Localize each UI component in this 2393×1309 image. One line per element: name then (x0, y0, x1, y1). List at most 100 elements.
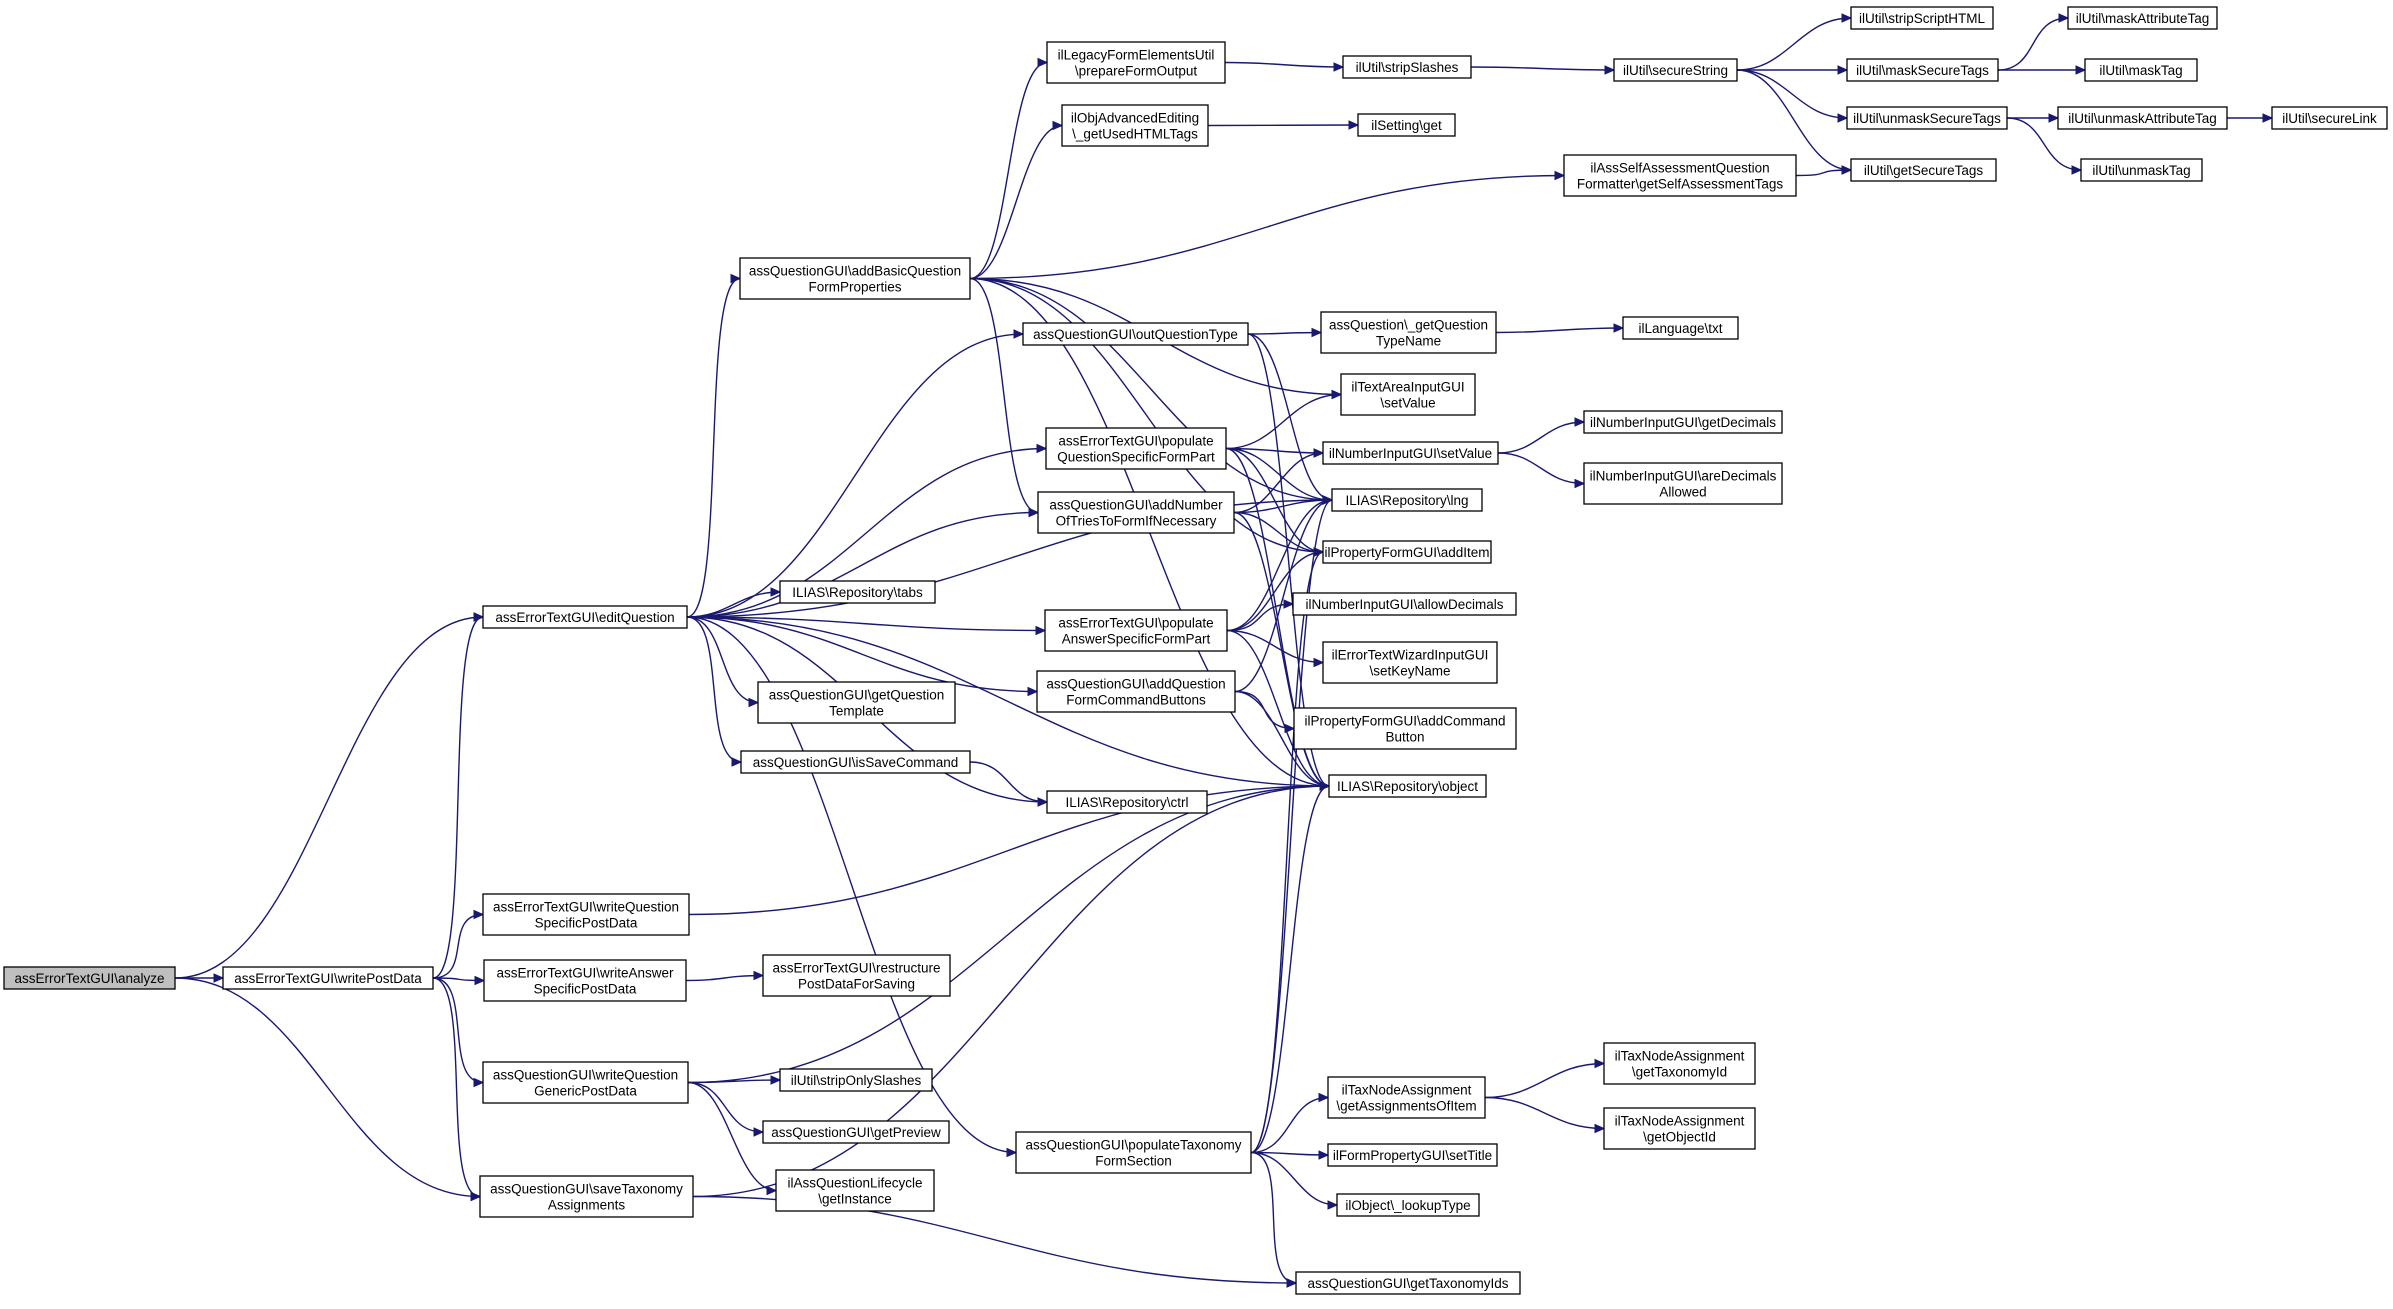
node-outQuestionType[interactable]: assQuestionGUI\outQuestionType (1022, 322, 1249, 346)
arrow-head-icon (2048, 113, 2060, 123)
node-secureLink[interactable]: ilUtil\secureLink (2271, 106, 2388, 130)
node-box (1045, 427, 1227, 470)
node-writePostData[interactable]: assErrorTextGUI\writePostData (222, 966, 434, 990)
node-getPreview[interactable]: assQuestionGUI\getPreview (762, 1120, 950, 1144)
node-label: ilUtil\getSecureTags (1864, 163, 1984, 178)
edge-outQuestionType-to-getQuestionTypeName (1247, 327, 1323, 338)
node-addBasicQuestionFormProperties[interactable]: assQuestionGUI\addBasicQuestionFormPrope… (739, 257, 971, 300)
arrow-head-icon (1006, 1147, 1018, 1158)
node-maskSecureTags[interactable]: ilUtil\maskSecureTags (1846, 58, 1999, 82)
node-repoTabs[interactable]: ILIAS\Repository\tabs (779, 580, 936, 604)
node-addItem[interactable]: ilPropertyFormGUI\addItem (1322, 540, 1492, 564)
node-lifecycleGetInstance[interactable]: ilAssQuestionLifecycle\getInstance (775, 1169, 935, 1212)
node-box (1046, 790, 1208, 814)
edge-line (1250, 1151, 1329, 1156)
node-stripScriptHTML[interactable]: ilUtil\stripScriptHTML (1850, 6, 1994, 30)
node-settingGet[interactable]: ilSetting\get (1357, 113, 1456, 137)
edge-line (969, 277, 1333, 501)
arrow-head-icon (213, 973, 225, 983)
node-label: \getInstance (818, 1192, 892, 1207)
node-editQuestion[interactable]: assErrorTextGUI\editQuestion (482, 605, 688, 629)
edge-line (1250, 551, 1324, 1154)
node-label: ilAssQuestionLifecycle (787, 1176, 922, 1191)
node-box (1846, 106, 2008, 130)
node-box (482, 893, 690, 936)
node-allowDecimals[interactable]: ilNumberInputGUI\allowDecimals (1292, 592, 1517, 616)
node-label: assQuestionGUI\addNumber (1049, 498, 1223, 513)
node-setKeyName[interactable]: ilErrorTextWizardInputGUI\setKeyName (1322, 641, 1498, 684)
node-addQuestionFormCommandButtons[interactable]: assQuestionGUI\addQuestionFormCommandBut… (1036, 670, 1236, 713)
node-getObjectId[interactable]: ilTaxNodeAssignment\getObjectId (1603, 1107, 1756, 1150)
arrow-head-icon (473, 612, 485, 622)
edge-writePostData-to-saveTaxonomyAssignments (432, 977, 482, 1202)
edge-line (1226, 499, 1333, 632)
node-label: assErrorTextGUI\writeAnswer (496, 966, 674, 981)
node-writeQuestionSpecificPostData[interactable]: assErrorTextGUI\writeQuestionSpecificPos… (482, 893, 690, 936)
node-populateTaxonomyFormSection[interactable]: assQuestionGUI\populateTaxonomyFormSecti… (1015, 1131, 1252, 1174)
node-addNumberOfTriesToFormIfNecessary[interactable]: assQuestionGUI\addNumberOfTriesToFormIfN… (1037, 491, 1235, 534)
node-getSelfAssessmentTags[interactable]: ilAssSelfAssessmentQuestionFormatter\get… (1563, 154, 1797, 197)
node-restructurePostDataForSaving[interactable]: assErrorTextGUI\restructurePostDataForSa… (762, 954, 951, 997)
node-stripSlashes[interactable]: ilUtil\stripSlashes (1342, 55, 1472, 79)
node-isSaveCommand[interactable]: assQuestionGUI\isSaveCommand (740, 750, 971, 774)
node-setTitle[interactable]: ilFormPropertyGUI\setTitle (1327, 1143, 1498, 1167)
node-secureString[interactable]: ilUtil\secureString (1613, 58, 1738, 82)
edge-line (1736, 69, 1848, 119)
arrow-head-icon (1313, 547, 1325, 557)
edge-line (1225, 447, 1324, 454)
node-label: ilUtil\stripOnlySlashes (791, 1073, 922, 1088)
node-repoLng[interactable]: ILIAS\Repository\lng (1331, 488, 1483, 512)
node-populateQuestionSpecificFormPart[interactable]: assErrorTextGUI\populateQuestionSpecific… (1045, 427, 1227, 470)
node-box (1850, 158, 1997, 182)
node-box (482, 605, 688, 629)
node-unmaskTag[interactable]: ilUtil\unmaskTag (2080, 158, 2203, 182)
edge-line (686, 511, 1039, 618)
edge-line (1250, 785, 1330, 1154)
arrow-head-icon (753, 1127, 765, 1137)
node-box (1331, 488, 1483, 512)
node-getTaxonomyId[interactable]: ilTaxNodeAssignment\getTaxonomyId (1603, 1042, 1756, 1085)
node-box (1327, 1143, 1498, 1167)
arrow-head-icon (766, 1185, 778, 1196)
edge-writeQuestionGenericPostData-to-repoObject (687, 781, 1331, 1084)
arrow-head-icon (1283, 599, 1295, 609)
node-numberInputSetValue[interactable]: ilNumberInputGUI\setValue (1322, 441, 1499, 465)
node-writeAnswerSpecificPostData[interactable]: assErrorTextGUI\writeAnswerSpecificPostD… (483, 959, 687, 1002)
node-analyze[interactable]: assErrorTextGUI\analyze (3, 966, 176, 990)
node-label: ilLegacyFormElementsUtil (1058, 48, 1215, 63)
node-label: Allowed (1659, 485, 1706, 500)
node-box (779, 1068, 933, 1092)
arrow-head-icon (770, 1075, 782, 1085)
edge-editQuestion-to-isSaveCommand (686, 616, 743, 767)
node-getAssignmentsOfItem[interactable]: ilTaxNodeAssignment\getAssignmentsOfItem (1327, 1076, 1486, 1119)
node-label: ilSetting\get (1371, 118, 1442, 133)
node-getTaxonomyIds[interactable]: assQuestionGUI\getTaxonomyIds (1295, 1271, 1521, 1295)
node-getSecureTags[interactable]: ilUtil\getSecureTags (1850, 158, 1997, 182)
arrow-head-icon (1319, 781, 1331, 791)
node-stripOnlySlashes[interactable]: ilUtil\stripOnlySlashes (779, 1068, 933, 1092)
node-textAreaSetValue[interactable]: ilTextAreaInputGUI\setValue (1340, 373, 1476, 416)
node-getDecimals[interactable]: ilNumberInputGUI\getDecimals (1583, 410, 1783, 434)
edge-editQuestion-to-populateTaxonomyFormSection (686, 616, 1018, 1158)
edge-numberInputSetValue-to-getDecimals (1497, 417, 1586, 454)
edge-line (686, 333, 1024, 618)
edge-populateTaxonomyFormSection-to-lookupType (1250, 1151, 1339, 1210)
node-repoCtrl[interactable]: ILIAS\Repository\ctrl (1046, 790, 1208, 814)
node-unmaskAttributeTag[interactable]: ilUtil\unmaskAttributeTag (2057, 106, 2228, 130)
node-label: \prepareFormOutput (1075, 64, 1198, 79)
node-writeQuestionGenericPostData[interactable]: assQuestionGUI\writeQuestionGenericPostD… (482, 1061, 689, 1104)
node-maskAttributeTag[interactable]: ilUtil\maskAttributeTag (2067, 6, 2218, 30)
node-prepareFormOutput[interactable]: ilLegacyFormElementsUtil\prepareFormOutp… (1046, 41, 1226, 84)
node-unmaskSecureTags[interactable]: ilUtil\unmaskSecureTags (1846, 106, 2008, 130)
node-languageTxt[interactable]: ilLanguage\txt (1622, 316, 1739, 340)
node-populateAnswerSpecificFormPart[interactable]: assErrorTextGUI\populateAnswerSpecificFo… (1044, 609, 1228, 652)
node-getUsedHTMLTags[interactable]: ilObjAdvancedEditing\_getUsedHTMLTags (1061, 104, 1209, 147)
node-maskTag[interactable]: ilUtil\maskTag (2084, 58, 2198, 82)
node-lookupType[interactable]: ilObject\_lookupType (1336, 1193, 1480, 1217)
node-repoObject[interactable]: ILIAS\Repository\object (1328, 774, 1487, 798)
